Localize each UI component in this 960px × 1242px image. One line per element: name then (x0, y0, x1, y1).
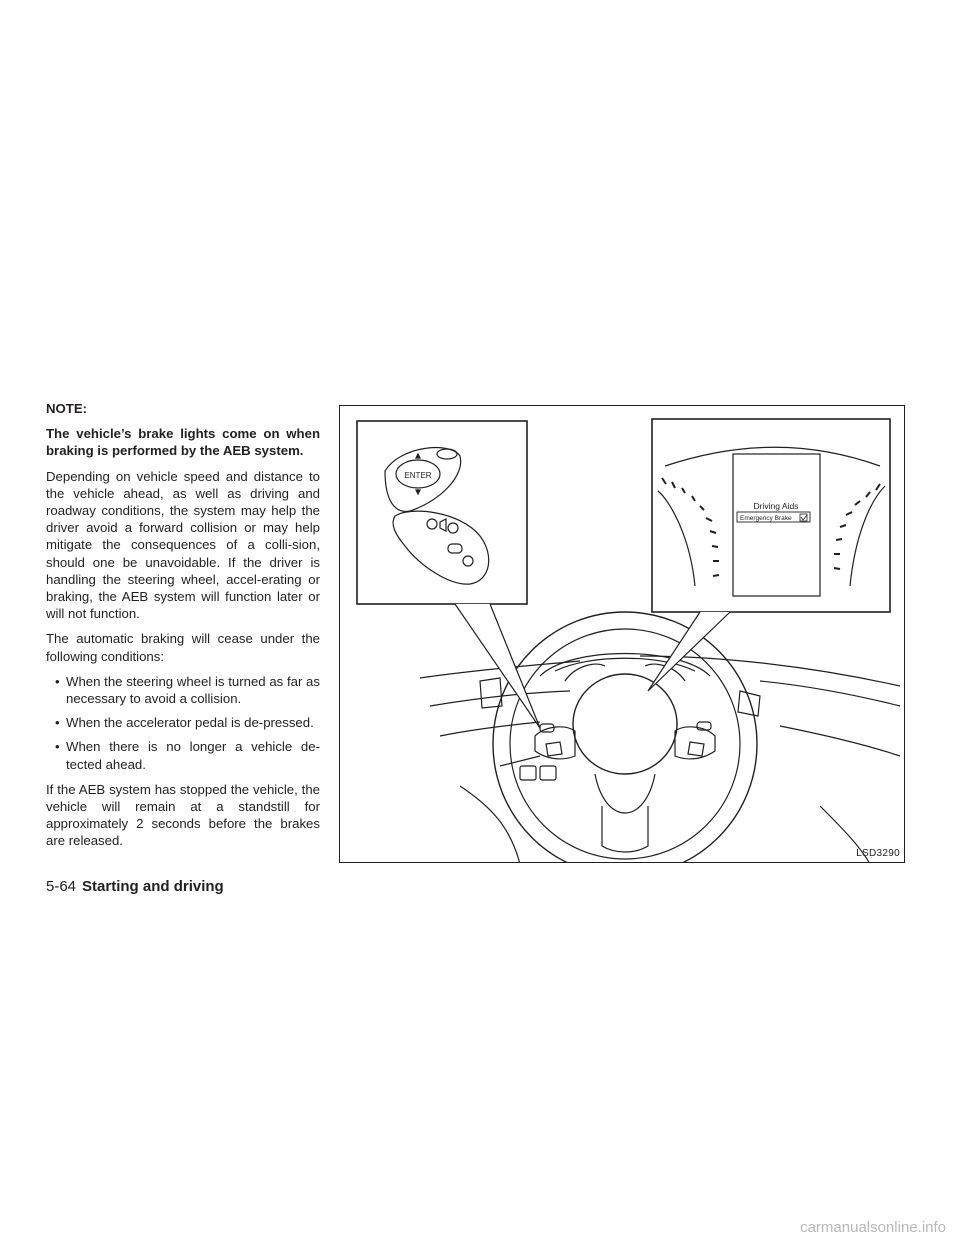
switch-inset-frame (356, 420, 528, 605)
tachometer-ticks-icon (833, 483, 881, 570)
section-title: Starting and driving (82, 878, 224, 895)
cease-conditions-list: When the steering wheel is turned as far… (46, 673, 320, 773)
brake-lights-note: The vehicle’s brake lights come on when … (46, 426, 320, 459)
speedometer-ticks-icon (661, 477, 720, 577)
display-item: Emergency Brake (740, 515, 792, 522)
multi-info-display (732, 453, 821, 597)
page-number: 5-64 (46, 878, 77, 895)
enter-button-icon (395, 459, 441, 489)
paragraph-standstill: If the AEB system has stopped the vehicl… (46, 781, 320, 849)
checkbox-icon (799, 513, 808, 522)
volume-down-icon (426, 518, 438, 530)
paragraph-cease-intro: The automatic braking will cease under t… (46, 631, 320, 664)
airbag-hub-icon (572, 673, 678, 775)
steering-wheel-rim-icon (492, 611, 758, 862)
watermark: carmanualsonline.info (800, 1219, 946, 1236)
phone-icon (462, 555, 474, 567)
callout-left (454, 603, 541, 729)
note-heading: NOTE: (46, 401, 88, 416)
enter-label: ENTER (404, 471, 431, 480)
callout-right (647, 611, 731, 692)
illustration-drawing: ENTER Driving Aids Emergency Brake (356, 418, 901, 862)
list-item: When there is no longer a vehicle de-tec… (46, 738, 320, 772)
body-text-column: NOTE: The vehicle’s brake lights come on… (46, 400, 320, 858)
volume-up-icon (447, 522, 459, 534)
steering-wheel-illustration: ENTER Driving Aids Emergency Brake (339, 405, 905, 863)
page-footer: 5-64 Starting and driving (46, 878, 224, 895)
display-title: Driving Aids (754, 501, 799, 511)
list-item: When the accelerator pedal is de-pressed… (46, 714, 320, 731)
paragraph-conditions: Depending on vehicle speed and distance … (46, 468, 320, 622)
figure-code: LSD3290 (856, 848, 900, 859)
list-item: When the steering wheel is turned as far… (46, 673, 320, 707)
